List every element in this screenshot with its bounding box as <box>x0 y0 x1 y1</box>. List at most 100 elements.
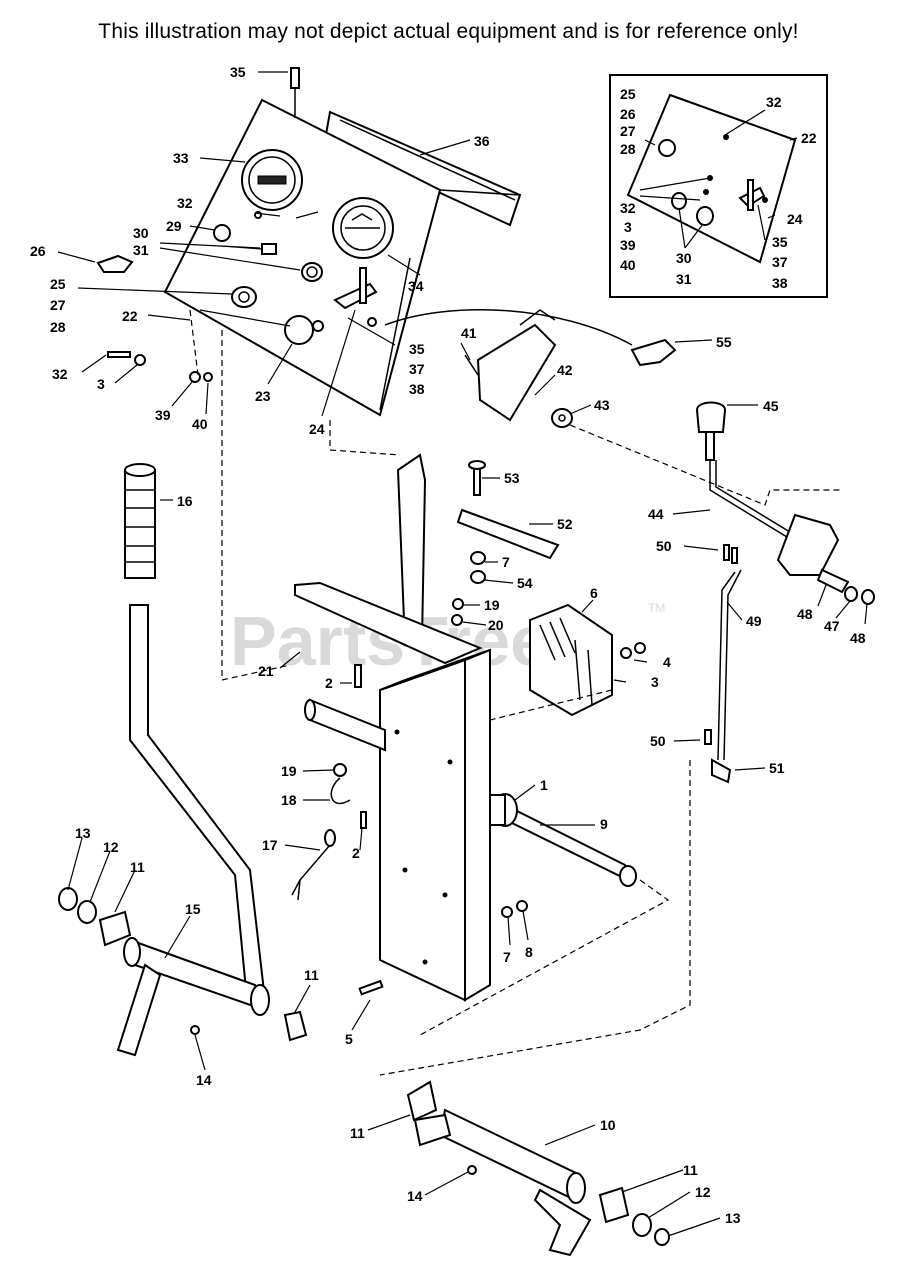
label-32b: 32 <box>52 366 68 382</box>
inset-label-27: 27 <box>620 123 636 139</box>
label-43: 43 <box>594 397 610 413</box>
inset-label-35: 35 <box>772 234 788 250</box>
label-42: 42 <box>557 362 573 378</box>
alignment-lines <box>189 309 840 1076</box>
indicator-29 <box>213 224 231 242</box>
watermark-tm: TM <box>648 601 665 615</box>
label-50b: 50 <box>650 733 666 749</box>
throttle-42 <box>476 323 557 422</box>
mount-plate-21 <box>294 581 483 665</box>
label-27: 27 <box>50 297 66 313</box>
column-bracket <box>396 453 427 647</box>
rectifier-6 <box>529 603 613 717</box>
label-11a: 11 <box>130 859 145 875</box>
light-23 <box>284 315 314 345</box>
label-48b: 48 <box>850 630 866 646</box>
label-44: 44 <box>648 506 664 522</box>
label-7a: 7 <box>502 554 510 570</box>
label-23: 23 <box>255 388 271 404</box>
label-4: 4 <box>663 654 671 670</box>
dash-panel-22 <box>163 98 442 417</box>
label-3a: 3 <box>97 376 105 392</box>
inset-label-24: 24 <box>787 211 803 227</box>
label-41: 41 <box>461 325 477 341</box>
label-34: 34 <box>408 278 424 294</box>
inset-label-28: 28 <box>620 141 636 157</box>
label-2b: 2 <box>352 845 360 861</box>
label-22: 22 <box>122 308 138 324</box>
steering-column <box>291 453 646 1002</box>
inset-label-40: 40 <box>620 257 636 273</box>
panel-bracket-36 <box>323 110 522 227</box>
label-1: 1 <box>540 777 548 793</box>
label-33: 33 <box>173 150 189 166</box>
clamp-55 <box>630 338 677 367</box>
label-11b: 11 <box>304 967 319 983</box>
label-48a: 48 <box>797 606 813 622</box>
label-47: 47 <box>824 618 840 634</box>
inset-label-3: 3 <box>624 219 632 235</box>
label-21: 21 <box>258 663 274 679</box>
label-37: 37 <box>409 361 425 377</box>
label-3b: 3 <box>651 674 659 690</box>
inset-label-38: 38 <box>772 275 788 291</box>
column-front <box>379 658 466 1002</box>
label-12b: 12 <box>695 1184 711 1200</box>
inset-label-26: 26 <box>620 106 636 122</box>
label-51: 51 <box>769 760 785 776</box>
label-40: 40 <box>192 416 208 432</box>
plate-52 <box>456 508 560 560</box>
label-12a: 12 <box>103 839 119 855</box>
label-54: 54 <box>517 575 533 591</box>
switch-31 <box>301 262 323 282</box>
label-11c: 11 <box>350 1125 365 1141</box>
inset-label-31: 31 <box>676 271 692 287</box>
label-19b: 19 <box>281 763 297 779</box>
dash-panel <box>96 67 522 417</box>
shaft-9 <box>503 803 634 885</box>
inset-label-30: 30 <box>676 250 692 266</box>
label-53: 53 <box>504 470 520 486</box>
pedal-assembly-left <box>58 463 308 1057</box>
label-28: 28 <box>50 319 66 335</box>
label-35b: 35 <box>409 341 425 357</box>
inset-label-32a: 32 <box>766 94 782 110</box>
inset-knob <box>658 139 676 157</box>
key-26 <box>96 254 134 273</box>
label-13b: 13 <box>725 1210 741 1226</box>
leader-lines <box>57 71 868 1237</box>
label-49: 49 <box>746 613 762 629</box>
label-19a: 19 <box>484 597 500 613</box>
inset-detail: 25 26 27 28 32 22 32 3 39 40 30 31 24 35… <box>609 74 828 298</box>
label-16: 16 <box>177 493 193 509</box>
label-50a: 50 <box>656 538 672 554</box>
label-5: 5 <box>345 1031 353 1047</box>
knob-45 <box>695 401 727 433</box>
label-35: 35 <box>230 64 246 80</box>
label-38: 38 <box>409 381 425 397</box>
label-32: 32 <box>177 195 193 211</box>
label-36: 36 <box>474 133 490 149</box>
inset-label-25: 25 <box>620 86 636 102</box>
part-labels: 35 36 33 32 29 30 31 26 25 27 28 34 22 3… <box>30 64 866 1226</box>
inset-label-39: 39 <box>620 237 636 253</box>
label-18: 18 <box>281 792 297 808</box>
inset-label-37: 37 <box>772 254 788 270</box>
label-20: 20 <box>488 617 504 633</box>
inset-label-32b: 32 <box>620 200 636 216</box>
label-26: 26 <box>30 243 46 259</box>
label-11d: 11 <box>683 1162 698 1178</box>
label-10: 10 <box>600 1117 616 1133</box>
label-45: 45 <box>763 398 779 414</box>
label-9: 9 <box>600 816 608 832</box>
washer-43 <box>551 408 573 428</box>
bracket-44 <box>776 513 840 576</box>
label-14a: 14 <box>196 1072 212 1088</box>
label-14b: 14 <box>407 1188 423 1204</box>
label-29: 29 <box>166 218 182 234</box>
label-30: 30 <box>133 225 149 241</box>
ignition-25 <box>231 286 257 308</box>
label-13a: 13 <box>75 825 91 841</box>
